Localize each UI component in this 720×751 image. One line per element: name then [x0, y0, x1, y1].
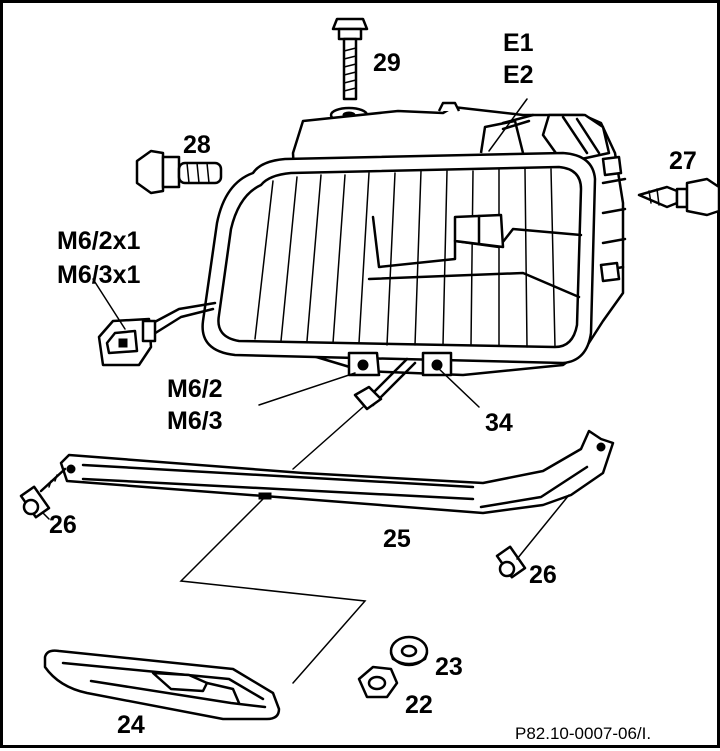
screw-27: [637, 177, 720, 217]
label-28: 28: [183, 131, 211, 159]
screw-26-left: [19, 467, 67, 519]
headlamp-housing: [201, 101, 627, 377]
screw-26-right: [495, 545, 527, 579]
connector-m6: [353, 357, 417, 411]
label-m6-2: M6/2: [167, 375, 223, 403]
label-26-left: 26: [49, 511, 77, 539]
label-26-right: 26: [529, 561, 557, 589]
leader-lines: [42, 98, 570, 684]
label-m6-3x1: M6/3x1: [57, 261, 140, 289]
trim-bar-25: [59, 429, 615, 515]
figure-reference: P82.10-0007-06/I.: [515, 724, 651, 743]
label-25: 25: [383, 525, 411, 553]
label-m6-3: M6/3: [167, 407, 223, 435]
label-e1: E1: [503, 29, 534, 57]
label-34: 34: [485, 409, 513, 437]
bolt-28: [135, 149, 223, 195]
part-labels: 29 E1 E2 28 27 M6/2x1 M6/3x1 M6/2 M6/3 3…: [49, 29, 697, 743]
label-24: 24: [117, 711, 145, 739]
bolt-29: [331, 17, 369, 101]
label-23: 23: [435, 653, 463, 681]
exploded-view-diagram: 29 E1 E2 28 27 M6/2x1 M6/3x1 M6/2 M6/3 3…: [19, 17, 720, 743]
label-29: 29: [373, 49, 401, 77]
label-e2: E2: [503, 61, 534, 89]
connector-m6-x1: [97, 301, 217, 367]
washer-23: [389, 635, 429, 667]
label-27: 27: [669, 147, 697, 175]
label-22: 22: [405, 691, 433, 719]
nut-22: [357, 665, 399, 699]
reflector-24: [43, 649, 281, 721]
label-m6-2x1: M6/2x1: [57, 227, 140, 255]
